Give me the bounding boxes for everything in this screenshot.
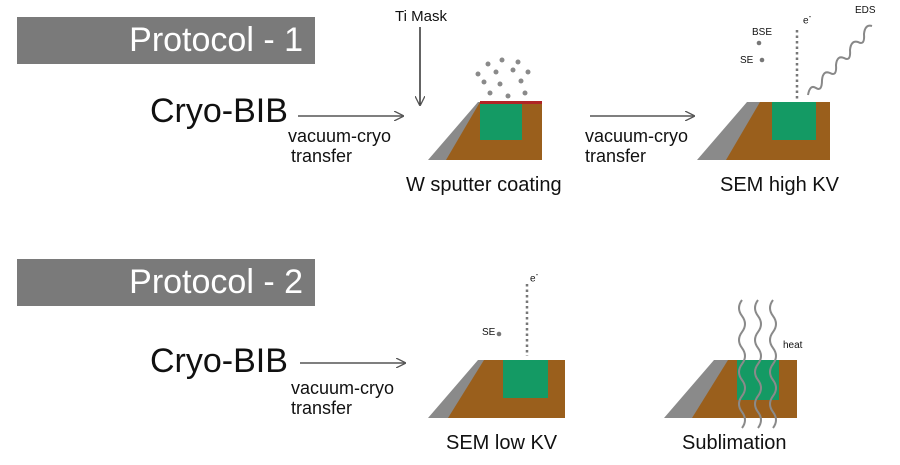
sem-low-step-label: SEM low KV bbox=[446, 432, 558, 454]
sputter-step-label: W sputter coating bbox=[406, 174, 562, 196]
transfer-line-2: transfer bbox=[291, 146, 353, 166]
ti-mask bbox=[480, 101, 542, 104]
sample-block-sem-low bbox=[428, 360, 565, 418]
transfer-line-2: transfer bbox=[291, 398, 353, 418]
protocol-2-banner: Protocol - 2 bbox=[17, 259, 315, 306]
heat-label: heat bbox=[783, 340, 803, 351]
electron-charge: - bbox=[808, 12, 812, 21]
sublimation-step-label: Sublimation bbox=[682, 432, 787, 454]
sample-region bbox=[772, 102, 816, 140]
sample-region bbox=[503, 360, 548, 398]
electron-label: e- bbox=[803, 12, 811, 26]
transfer-line-1: vacuum-cryo bbox=[291, 378, 395, 398]
se-dot bbox=[759, 57, 765, 63]
eds-xray-wave bbox=[807, 24, 873, 96]
protocol-1-banner: Protocol - 1 bbox=[17, 17, 315, 64]
se-label: SE bbox=[740, 55, 754, 66]
electron-label: e- bbox=[530, 270, 538, 284]
transfer-label-1: vacuum-cryo transfer bbox=[288, 126, 391, 166]
sputter-particles bbox=[475, 57, 531, 99]
bse-label: BSE bbox=[752, 27, 773, 38]
electron-symbol: e bbox=[803, 15, 809, 27]
eds-label: EDS bbox=[855, 5, 876, 16]
se-dot bbox=[496, 331, 502, 337]
transfer-label-3: vacuum-cryo transfer bbox=[291, 378, 394, 418]
electron-symbol: e bbox=[530, 273, 536, 285]
transfer-label-2: vacuum-cryo transfer bbox=[585, 126, 688, 166]
transfer-line-2: transfer bbox=[585, 146, 647, 166]
sample-block-sublimation bbox=[664, 360, 797, 418]
ti-mask-label: Ti Mask bbox=[395, 8, 447, 25]
sample-block-sem-high bbox=[697, 102, 830, 160]
heat-wave-3 bbox=[769, 299, 777, 429]
cryo-bib-label-2: Cryo-BIB bbox=[150, 342, 288, 380]
electron-charge: - bbox=[535, 270, 539, 279]
heat-wave-1 bbox=[738, 299, 746, 429]
heat-wave-2 bbox=[754, 299, 762, 429]
sample-block-sputter bbox=[428, 101, 542, 160]
transfer-line-1: vacuum-cryo bbox=[288, 126, 392, 146]
se-label: SE bbox=[482, 327, 496, 338]
bse-dot bbox=[756, 40, 762, 46]
sem-high-step-label: SEM high KV bbox=[720, 174, 839, 196]
sample-region bbox=[480, 104, 522, 140]
cryo-bib-label-1: Cryo-BIB bbox=[150, 92, 288, 130]
transfer-line-1: vacuum-cryo bbox=[585, 126, 689, 146]
